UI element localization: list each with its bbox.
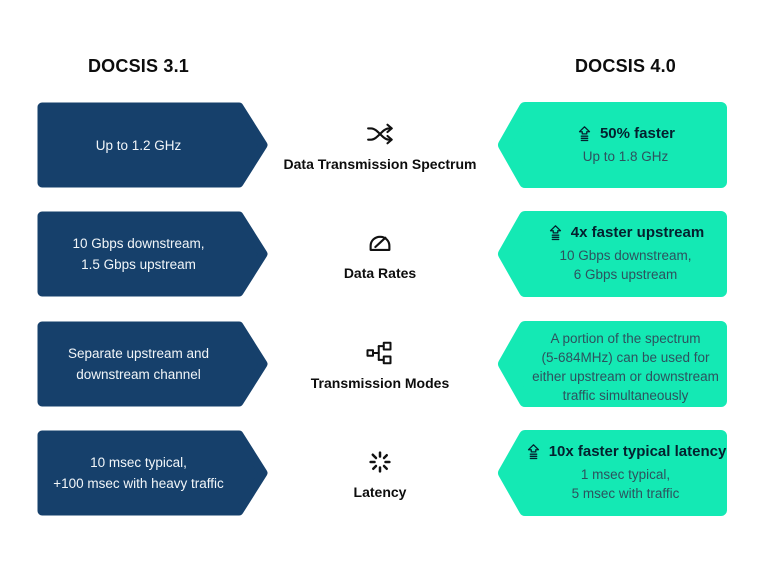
- comparison-row-latency: 10 msec typical, +100 msec with heavy tr…: [0, 430, 763, 516]
- left-arrow-shape: [498, 102, 727, 188]
- category-label: Data Transmission Spectrum: [283, 156, 477, 172]
- comparison-row-data-rates: 10 Gbps downstream, 1.5 Gbps upstream Da…: [0, 211, 763, 297]
- docsis40-detail-text: Up to 1.8 GHz: [582, 148, 669, 164]
- comparison-row-spectrum: Up to 1.2 GHz Data Transmission Spectrum: [0, 102, 763, 188]
- category-cell: Data Rates: [280, 211, 480, 297]
- right-arrow-shape: [37, 430, 268, 516]
- boost-up-icon: [578, 125, 591, 141]
- boost-up-icon: [527, 444, 539, 460]
- docsis31-spec-text: 10 Gbps downstream, 1.5 Gbps upstream: [72, 236, 205, 272]
- boost-up-icon: [549, 225, 561, 241]
- left-arrow-shape: [498, 321, 727, 407]
- right-arrow-shape: [37, 102, 268, 188]
- category-label: Latency: [353, 484, 407, 500]
- network-split-icon: [365, 338, 395, 368]
- docsis40-detail-text: A portion of the spectrum (5-684MHz) can…: [532, 330, 719, 403]
- docsis40-detail-text: 10 Gbps downstream, 6 Gbps upstream: [559, 248, 692, 282]
- shuffle-icon: [365, 119, 395, 149]
- docsis31-spec-text: Separate upstream and downstream channel: [67, 346, 210, 382]
- docsis40-spec-box: 50% faster Up to 1.8 GHz: [497, 102, 727, 188]
- docsis40-spec-box: 4x faster upstream 10 Gbps downstream, 6…: [497, 211, 727, 297]
- speedometer-icon: [365, 228, 395, 258]
- category-cell: Data Transmission Spectrum: [280, 102, 480, 188]
- category-cell: Latency: [280, 430, 480, 516]
- category-cell: Transmission Modes: [280, 321, 480, 407]
- left-arrow-shape: [498, 430, 727, 516]
- docsis40-highlight-text: 4x faster upstream: [570, 224, 705, 241]
- docsis40-highlight-line: 10x faster typical latency: [525, 443, 727, 460]
- category-label: Data Rates: [343, 265, 417, 281]
- docsis31-spec-box: Up to 1.2 GHz: [37, 102, 268, 188]
- docsis40-highlight-line: 50% faster: [576, 125, 675, 142]
- category-label: Transmission Modes: [310, 375, 450, 391]
- docsis40-highlight-text: 10x faster typical latency: [548, 443, 727, 460]
- comparison-row-transmission-modes: Separate upstream and downstream channel…: [0, 321, 763, 407]
- docsis40-highlight-text: 50% faster: [599, 124, 676, 142]
- docsis31-spec-text: Up to 1.2 GHz: [95, 137, 182, 153]
- docsis31-column-header: DOCSIS 3.1: [87, 56, 190, 76]
- docsis40-column-header: DOCSIS 4.0: [574, 56, 677, 76]
- docsis40-highlight-line: 4x faster upstream: [547, 224, 704, 241]
- docsis31-spec-box: Separate upstream and downstream channel: [37, 321, 268, 407]
- docsis31-spec-text: 10 msec typical, +100 msec with heavy tr…: [53, 455, 224, 491]
- docsis40-spec-box: 10x faster typical latency 1 msec typica…: [497, 430, 727, 516]
- spinner-icon: [365, 447, 395, 477]
- docsis31-spec-box: 10 Gbps downstream, 1.5 Gbps upstream: [37, 211, 268, 297]
- docsis31-spec-box: 10 msec typical, +100 msec with heavy tr…: [37, 430, 268, 516]
- docsis40-detail-text: 1 msec typical, 5 msec with traffic: [571, 467, 680, 501]
- docsis40-spec-box: A portion of the spectrum (5-684MHz) can…: [497, 321, 727, 407]
- right-arrow-shape: [37, 321, 268, 407]
- right-arrow-shape: [37, 211, 268, 297]
